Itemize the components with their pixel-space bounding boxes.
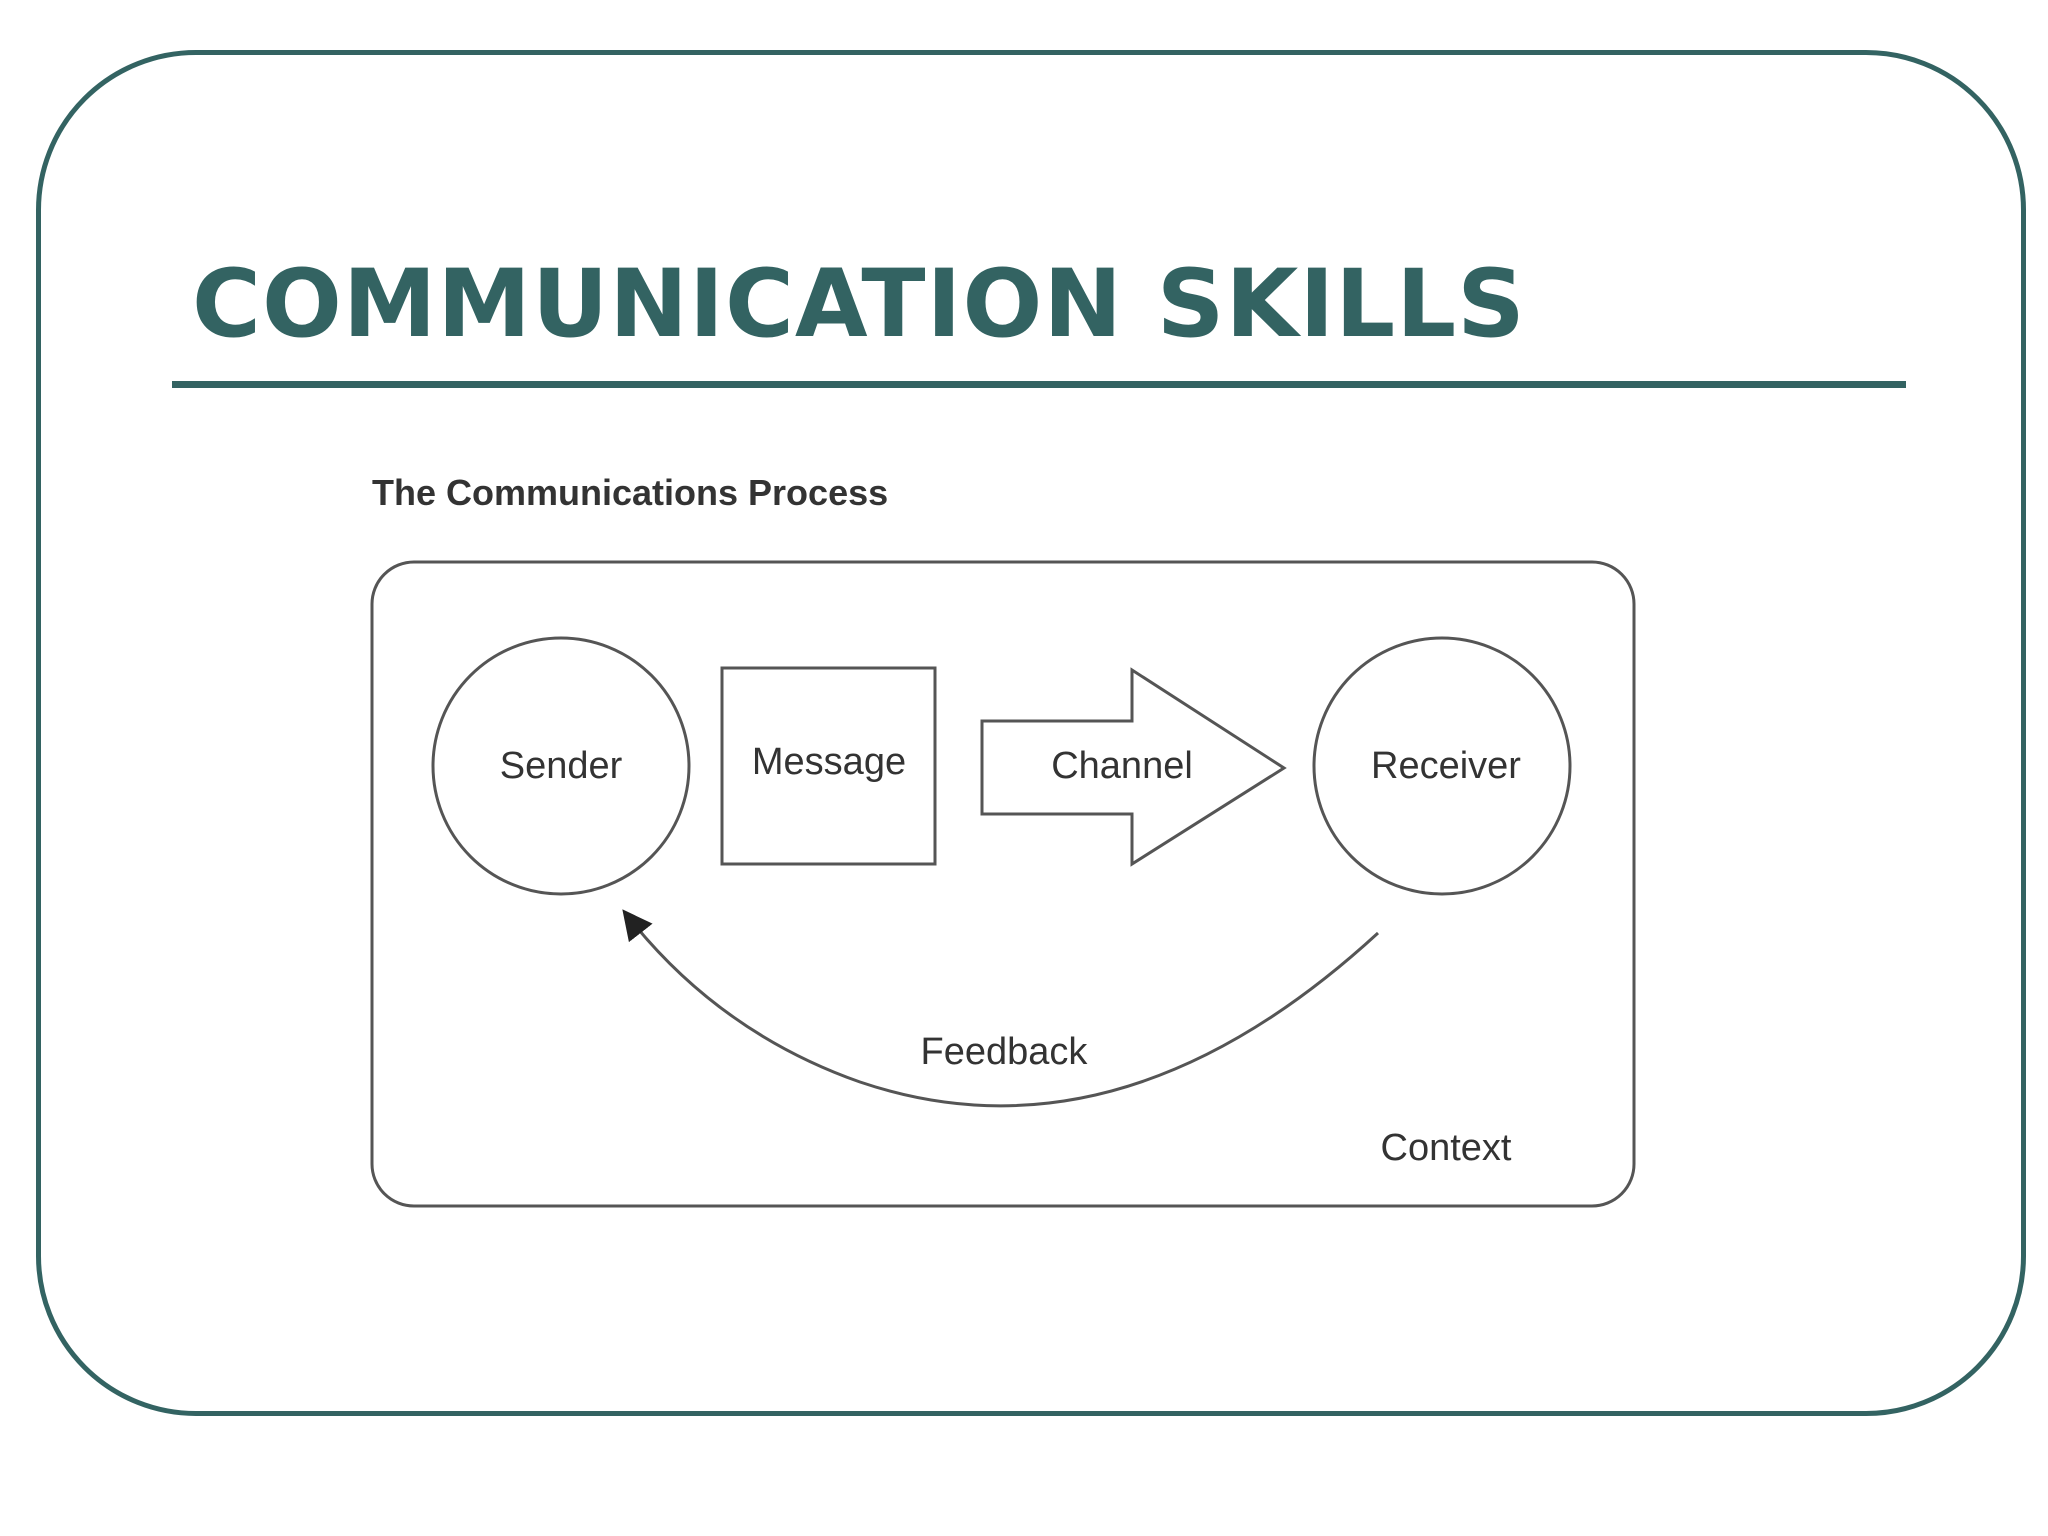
receiver-label: Receiver [1371, 745, 1521, 787]
context-box [370, 560, 1636, 1208]
message-label: Message [752, 741, 906, 783]
slide-title: COMMUNICATION SKILLS [192, 250, 1526, 359]
receiver-node [1312, 636, 1572, 896]
message-node [720, 666, 937, 866]
channel-label: Channel [1051, 745, 1193, 787]
sender-node [431, 636, 691, 896]
diagram-title: The Communications Process [372, 472, 888, 513]
title-underline [172, 381, 1906, 388]
context-label: Context [1381, 1127, 1512, 1169]
feedback-arrow [622, 909, 1380, 1108]
slide-frame [36, 50, 2026, 1416]
feedback-label: Feedback [921, 1031, 1089, 1073]
sender-label: Sender [500, 745, 623, 787]
channel-arrow [980, 667, 1287, 867]
